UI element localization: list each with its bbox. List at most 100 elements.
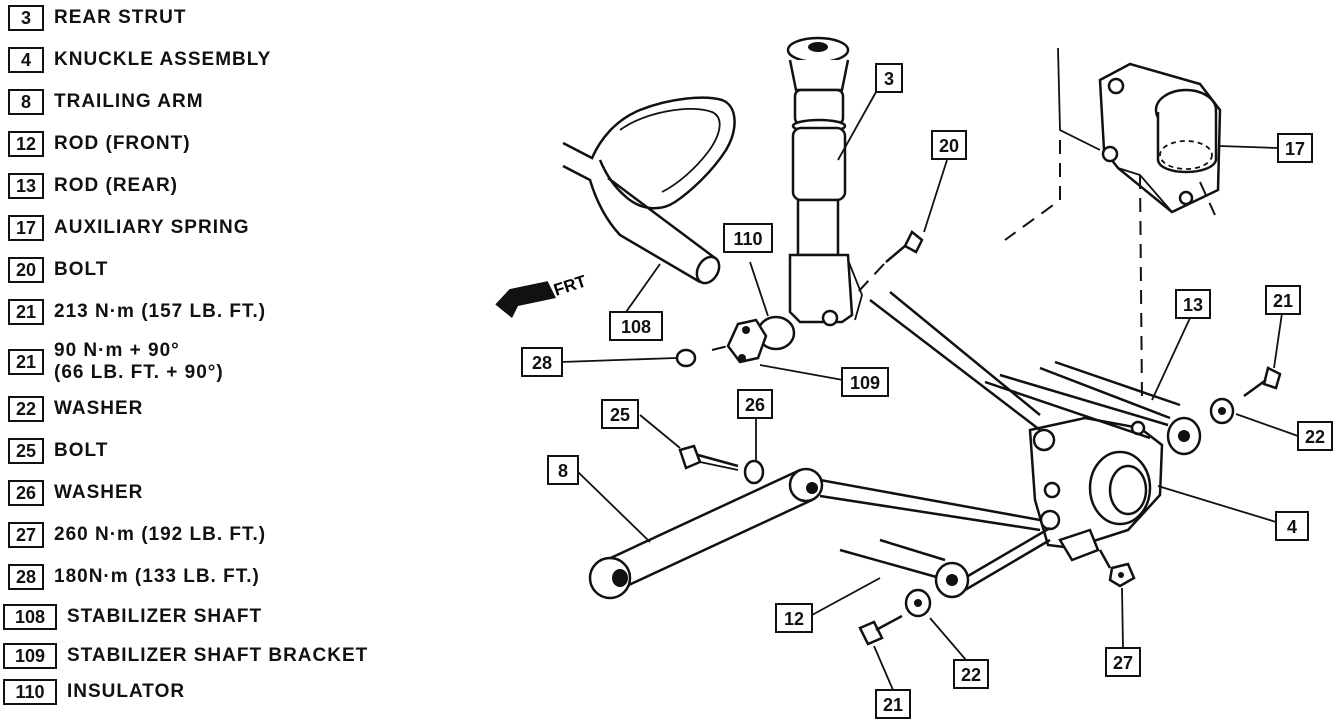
callout-17: 17	[1277, 133, 1313, 163]
legend-label-line: KNUCKLE ASSEMBLY	[54, 49, 272, 70]
legend-number-box: 22	[8, 396, 44, 422]
legend-item: 28 180N·m (133 LB. FT.)	[8, 564, 260, 590]
callout-110-label: 110	[733, 229, 762, 249]
legend-label-line: 213 N·m (157 LB. FT.)	[54, 301, 267, 322]
legend-label: STABILIZER SHAFT BRACKET	[67, 645, 368, 667]
rear-rod	[869, 291, 1202, 456]
leader-lines	[560, 91, 1299, 691]
legend-number-box: 4	[8, 47, 44, 73]
legend-number-box: 21	[8, 299, 44, 325]
nut-27	[1108, 562, 1136, 588]
legend-item: 21 90 N·m + 90°(66 LB. FT. + 90°)	[8, 340, 224, 384]
legend-label-line: ROD (REAR)	[54, 175, 178, 196]
legend-label: TRAILING ARM	[54, 91, 204, 113]
knuckle-assembly	[1028, 416, 1164, 562]
callout-13-label: 13	[1183, 295, 1203, 315]
legend-number-box: 8	[8, 89, 44, 115]
callout-13: 13	[1175, 289, 1211, 319]
legend-label-line: WASHER	[54, 482, 144, 503]
legend-label: 180N·m (133 LB. FT.)	[54, 566, 260, 588]
legend-label-line: REAR STRUT	[54, 7, 187, 28]
legend-item: 13 ROD (REAR)	[8, 173, 178, 199]
legend-item: 22 WASHER	[8, 396, 143, 422]
legend-number-box: 17	[8, 215, 44, 241]
callout-21-lower: 21	[875, 689, 911, 719]
stabilizer-shaft	[562, 96, 736, 285]
callout-27: 27	[1105, 647, 1141, 677]
legend-number-box: 108	[3, 604, 57, 630]
legend-item: 12 ROD (FRONT)	[8, 131, 191, 157]
trailing-arm	[588, 467, 1041, 600]
callout-108: 108	[609, 311, 663, 341]
front-direction-arrow: FRT	[495, 271, 589, 318]
callout-21-lower-label: 21	[883, 695, 903, 715]
legend-item: 20 BOLT	[8, 257, 108, 283]
legend-label: ROD (REAR)	[54, 175, 178, 197]
callout-110: 110	[723, 223, 773, 253]
callout-22-lower: 22	[953, 659, 989, 689]
callout-22-lower-label: 22	[961, 665, 981, 685]
parts-legend: 3 REAR STRUT 4 KNUCKLE ASSEMBLY 8 TRAILING AR…	[0, 0, 460, 724]
callout-21-upper-label: 21	[1273, 291, 1293, 311]
legend-item: 3 REAR STRUT	[8, 5, 186, 31]
legend-number-box: 110	[3, 679, 57, 705]
callout-8: 8	[547, 455, 579, 485]
callout-20-label: 20	[939, 136, 959, 156]
legend-label: 90 N·m + 90°(66 LB. FT. + 90°)	[54, 340, 224, 384]
callout-22-upper-label: 22	[1305, 427, 1325, 447]
legend-number-box: 20	[8, 257, 44, 283]
legend-label: AUXILIARY SPRING	[54, 217, 249, 239]
callout-25: 25	[601, 399, 639, 429]
legend-label: WASHER	[54, 482, 143, 504]
callout-28-label: 28	[532, 353, 552, 373]
legend-number-box: 26	[8, 480, 44, 506]
legend-item: 8 TRAILING ARM	[8, 89, 204, 115]
callout-108-label: 108	[621, 317, 651, 337]
legend-label: STABILIZER SHAFT	[67, 606, 262, 628]
legend-item: 26 WASHER	[8, 480, 143, 506]
legend-label: BOLT	[54, 259, 108, 281]
bolt-21-upper	[1209, 366, 1282, 425]
legend-item: 21 213 N·m (157 LB. FT.)	[8, 299, 266, 325]
legend-label: ROD (FRONT)	[54, 133, 191, 155]
bolt-25	[678, 444, 765, 485]
front-rod	[839, 526, 1112, 599]
insulator-and-bracket	[675, 315, 796, 368]
legend-number-box: 12	[8, 131, 44, 157]
legend-number-box: 21	[8, 349, 44, 375]
legend-label: 213 N·m (157 LB. FT.)	[54, 301, 266, 323]
callout-21-upper: 21	[1265, 285, 1301, 315]
callout-26-label: 26	[745, 395, 765, 415]
legend-label-line: 260 N·m (192 LB. FT.)	[54, 524, 267, 545]
legend-number-box: 13	[8, 173, 44, 199]
legend-number-box: 25	[8, 438, 44, 464]
legend-label: BOLT	[54, 440, 108, 462]
callout-27-label: 27	[1113, 653, 1133, 673]
callout-26: 26	[737, 389, 773, 419]
legend-item: 17 AUXILIARY SPRING	[8, 215, 249, 241]
legend-label: KNUCKLE ASSEMBLY	[54, 49, 271, 71]
legend-item: 110 INSULATOR	[3, 679, 185, 705]
legend-label-line: INSULATOR	[67, 681, 186, 702]
legend-label-line: STABILIZER SHAFT	[67, 606, 263, 627]
callout-109-label: 109	[850, 373, 880, 393]
callout-12-label: 12	[784, 609, 804, 629]
legend-label-line: 180N·m (133 LB. FT.)	[54, 566, 260, 587]
callout-20: 20	[931, 130, 967, 160]
callout-25-label: 25	[610, 405, 630, 425]
callout-28: 28	[521, 347, 563, 377]
legend-label-line-2: (66 LB. FT. + 90°)	[54, 362, 224, 383]
legend-number-box: 28	[8, 564, 44, 590]
legend-number-box: 27	[8, 522, 44, 548]
legend-label: WASHER	[54, 398, 143, 420]
bolt-20	[857, 230, 924, 293]
legend-label: REAR STRUT	[54, 7, 186, 29]
callout-8-label: 8	[558, 461, 568, 481]
callout-109: 109	[841, 367, 889, 397]
callout-22-upper: 22	[1297, 421, 1333, 451]
legend-label-line: BOLT	[54, 259, 109, 280]
legend-number-box: 3	[8, 5, 44, 31]
rear-strut	[786, 36, 863, 327]
